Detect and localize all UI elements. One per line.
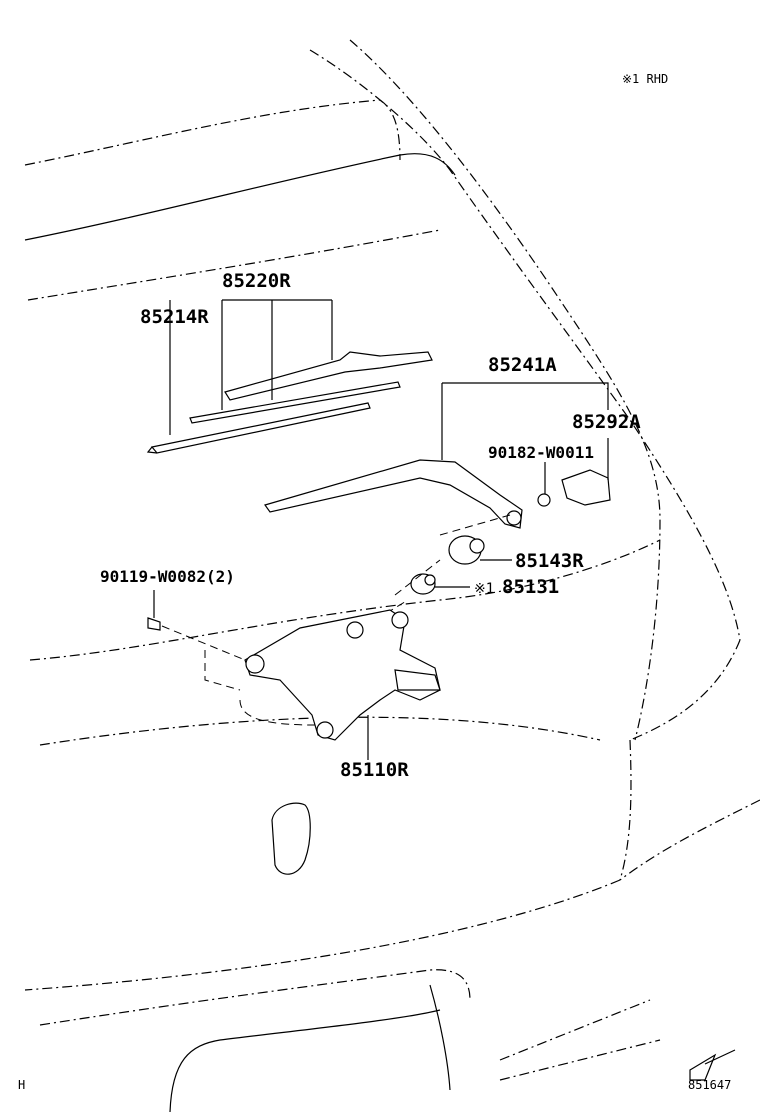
part-label-85131[interactable]: 85131 xyxy=(502,576,560,598)
part-label-85143R[interactable]: 85143R xyxy=(515,550,584,572)
corner-code: H xyxy=(18,1078,26,1092)
wiper-motor-drawing xyxy=(147,609,441,741)
vehicle-body-outline xyxy=(24,39,760,1112)
part-label-85214R[interactable]: 85214R xyxy=(140,306,209,328)
part-label-85220R[interactable]: 85220R xyxy=(222,270,291,292)
pivot-parts-drawing xyxy=(374,514,511,621)
rhd-note: ※1 RHD xyxy=(622,72,669,86)
wiper-arm-drawing xyxy=(264,459,611,529)
leader-lines xyxy=(153,299,609,760)
part-label-85241A[interactable]: 85241A xyxy=(488,354,557,376)
part-label-90119-W0082[interactable]: 90119-W0082(2) xyxy=(100,567,235,586)
part-label-85110R[interactable]: 85110R xyxy=(340,759,409,781)
wiper-blade-drawing xyxy=(146,351,433,454)
part-label-90182-W0011[interactable]: 90182-W0011 xyxy=(488,443,594,462)
part-label-85292A[interactable]: 85292A xyxy=(572,411,641,433)
figure-number: 851647 xyxy=(688,1078,732,1092)
rhd-marker: ※1 xyxy=(474,581,495,597)
